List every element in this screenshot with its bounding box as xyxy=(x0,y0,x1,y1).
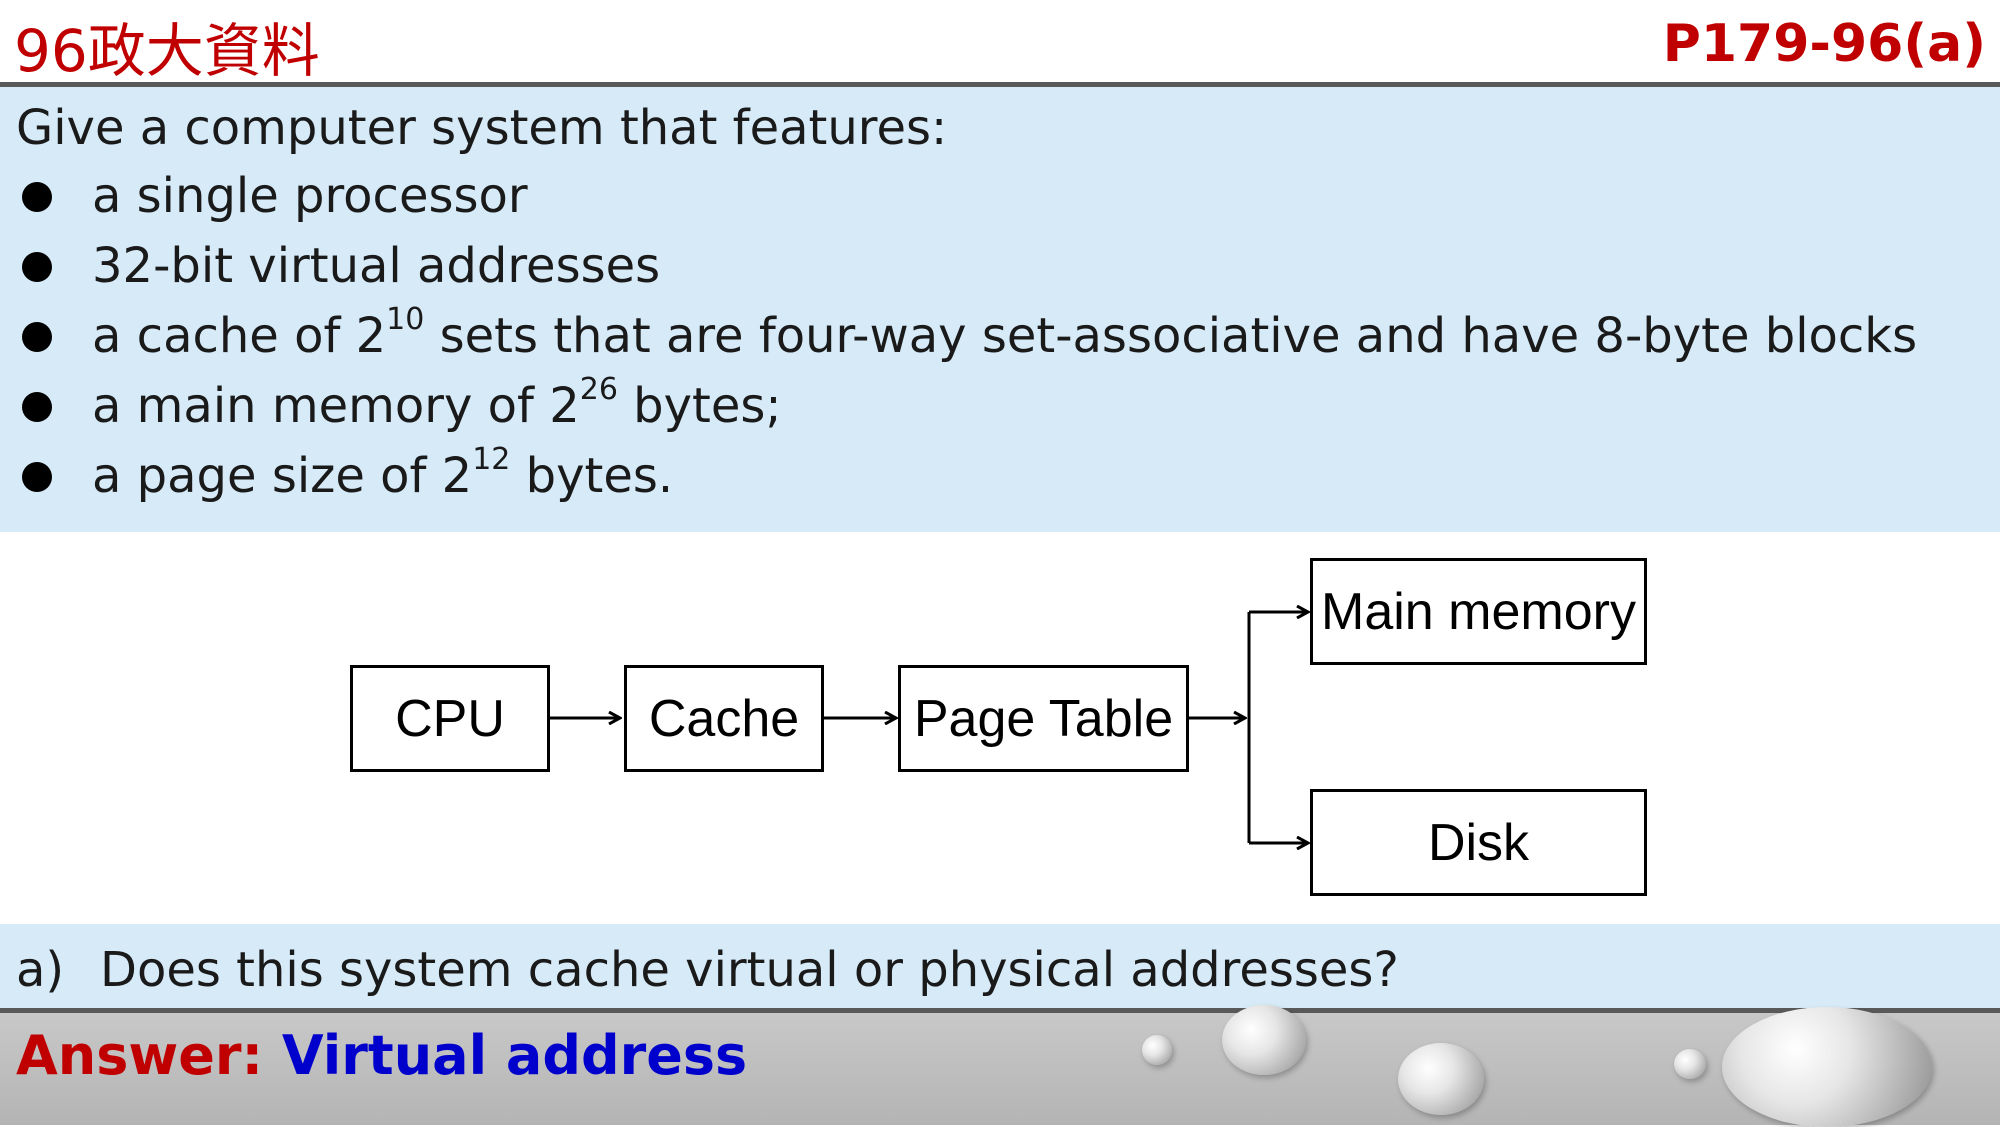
question-label: a) xyxy=(16,942,65,998)
feature-text: a single processor xyxy=(92,168,528,224)
answer-value: Virtual address xyxy=(281,1024,748,1087)
exponent: 26 xyxy=(579,372,618,407)
water-drop-decoration xyxy=(1674,1049,1706,1079)
disk-box: Disk xyxy=(1310,789,1647,896)
question-text: Does this system cache virtual or physic… xyxy=(100,942,1399,998)
feature-text: 32-bit virtual addresses xyxy=(92,238,661,294)
problem-intro: Give a computer system that features: xyxy=(16,100,948,156)
exponent: 10 xyxy=(386,302,425,337)
answer-footer xyxy=(0,1005,2000,1127)
feature-text: a cache of 210 sets that are four-way se… xyxy=(92,302,1918,364)
feature-text: a main memory of 226 bytes; xyxy=(92,372,782,434)
cpu-box: CPU xyxy=(350,665,550,772)
answer: Answer: Virtual address xyxy=(16,1024,747,1087)
header-divider xyxy=(0,82,2000,87)
water-drop-decoration xyxy=(1142,1035,1172,1065)
bullet-dot-icon xyxy=(22,322,52,352)
exponent: 12 xyxy=(472,442,511,477)
water-drop-decoration xyxy=(1398,1043,1484,1115)
diagram-arrows xyxy=(550,532,2000,924)
answer-label: Answer: xyxy=(16,1024,282,1087)
main-memory-box: Main memory xyxy=(1310,558,1647,665)
water-drop-decoration xyxy=(1722,1007,1932,1127)
problem-panel xyxy=(0,87,2000,532)
bullet-dot-icon xyxy=(22,392,52,422)
slide-header: 96政大資料 P179-96(a) xyxy=(0,0,2000,87)
bullet-dot-icon xyxy=(22,462,52,492)
question-panel xyxy=(0,924,2000,1008)
feature-text: a page size of 212 bytes. xyxy=(92,442,674,504)
course-title: 96政大資料 xyxy=(14,17,320,85)
memory-hierarchy-diagram: CPU Cache Page Table Main memory Disk xyxy=(0,532,2000,924)
water-drop-decoration xyxy=(1222,1005,1306,1075)
bullet-dot-icon xyxy=(22,252,52,282)
bullet-dot-icon xyxy=(22,182,52,212)
page-reference: P179-96(a) xyxy=(1662,14,1986,74)
cache-box: Cache xyxy=(624,665,824,772)
page-table-box: Page Table xyxy=(898,665,1189,772)
question: a) Does this system cache virtual or phys… xyxy=(16,942,1399,998)
